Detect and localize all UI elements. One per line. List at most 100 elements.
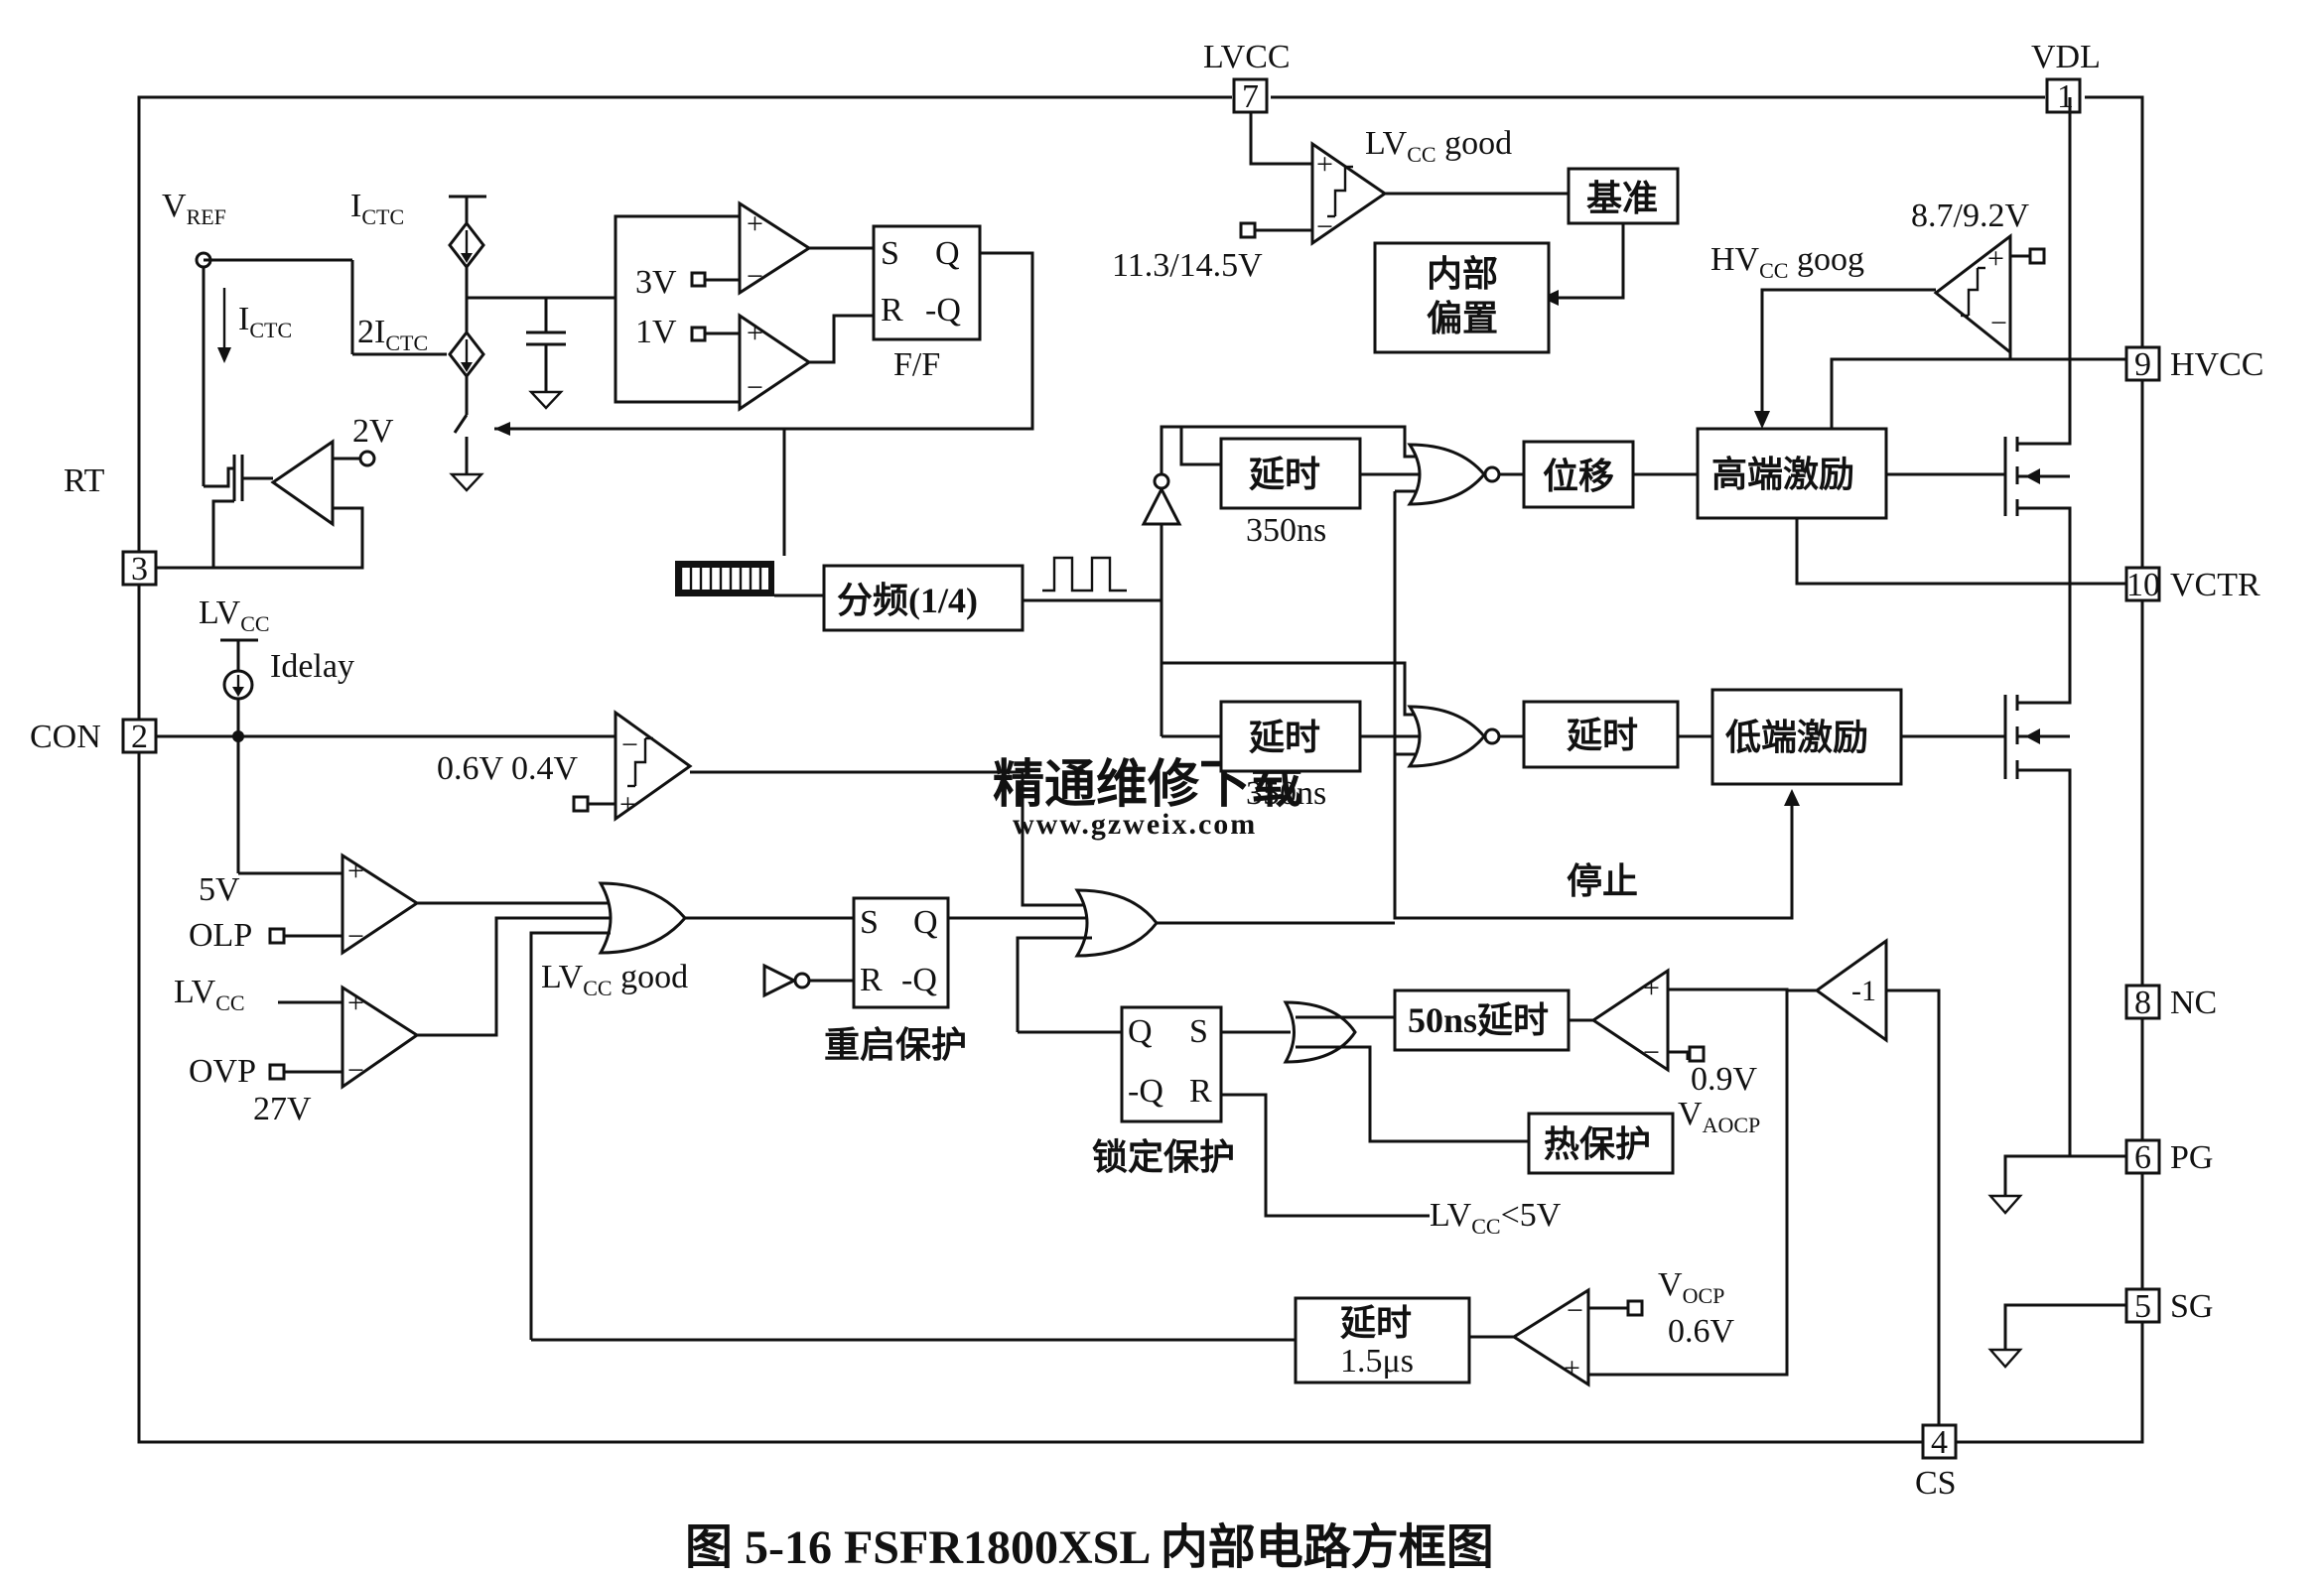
- svg-text:位移: 位移: [1543, 457, 1614, 496]
- svg-text:NC: NC: [2170, 985, 2217, 1021]
- or-gate-1: [598, 881, 687, 955]
- svg-text:偏置: 偏置: [1427, 299, 1498, 338]
- chip-outline: [137, 95, 2144, 1444]
- low-side-driver: [1710, 688, 1903, 786]
- svg-text:HVCC goog: HVCC goog: [1710, 241, 1864, 283]
- svg-text:低端激励: 低端激励: [1725, 718, 1868, 757]
- svg-text:2ICTC: 2ICTC: [357, 314, 428, 355]
- restart-protection: [852, 896, 950, 1009]
- svg-text:LVCC good: LVCC good: [541, 959, 688, 1000]
- svg-text:OLP: OLP: [189, 917, 252, 954]
- svg-text:LVCC good: LVCC good: [1365, 125, 1512, 167]
- svg-text:7: 7: [1242, 78, 1259, 115]
- svg-text:5: 5: [2134, 1288, 2151, 1325]
- svg-text:LVCC: LVCC: [199, 594, 270, 636]
- or-gate-3: [1283, 1000, 1357, 1064]
- svg-text:4: 4: [1931, 1424, 1948, 1461]
- thermal-protection: [1527, 1112, 1675, 1175]
- high-side-driver: [1696, 427, 1888, 520]
- svg-text:−: −: [621, 728, 638, 761]
- svg-text:S: S: [860, 904, 879, 941]
- svg-text:0.6V 0.4V: 0.6V 0.4V: [437, 750, 578, 787]
- svg-text:内部: 内部: [1427, 254, 1498, 294]
- svg-text:延时: 延时: [1249, 455, 1320, 494]
- svg-text:S: S: [881, 235, 899, 272]
- svg-text:VAOCP: VAOCP: [1678, 1096, 1760, 1137]
- svg-text:LVCC: LVCC: [174, 974, 245, 1015]
- svg-text:CS: CS: [1915, 1465, 1957, 1502]
- svg-text:VOCP: VOCP: [1658, 1266, 1724, 1308]
- delay-low-2: [1522, 700, 1680, 769]
- nor-gate-low: [1407, 705, 1486, 768]
- level-shift: [1522, 440, 1635, 509]
- olp-comparator: [341, 853, 420, 956]
- svg-text:RT: RT: [64, 462, 105, 499]
- svg-text:1V: 1V: [635, 314, 677, 350]
- svg-text:ICTC: ICTC: [350, 188, 404, 229]
- svg-text:高端激励: 高端激励: [1711, 455, 1854, 494]
- internal-bias-block: [1373, 241, 1551, 354]
- delay-low-350ns: [1219, 700, 1362, 773]
- svg-text:PG: PG: [2170, 1139, 2213, 1176]
- svg-text:S: S: [1189, 1013, 1208, 1050]
- svg-text:-Q: -Q: [1128, 1073, 1163, 1110]
- aocp-comparator: [1590, 968, 1670, 1073]
- svg-text:F/F: F/F: [893, 346, 940, 383]
- pin-lvcc: 7 LVCC: [1203, 39, 1291, 115]
- pin-pg: 6 PG: [2124, 1138, 2213, 1176]
- svg-text:50ns延时: 50ns延时: [1408, 1000, 1549, 1040]
- svg-text:HVCC: HVCC: [2170, 346, 2263, 383]
- or-gate-2: [1074, 888, 1159, 958]
- low-side-mosfet: [1901, 584, 2072, 1196]
- svg-text:−: −: [1316, 210, 1333, 243]
- svg-text:−: −: [747, 260, 763, 293]
- svg-text:锁定保护: 锁定保护: [1092, 1137, 1235, 1177]
- svg-text:CON: CON: [30, 719, 101, 755]
- svg-text:基准: 基准: [1586, 179, 1658, 218]
- clock-pulses: [675, 561, 774, 596]
- svg-text:ICTC: ICTC: [238, 301, 292, 342]
- pin-cs: 4 CS: [1915, 1423, 1958, 1502]
- svg-text:5V: 5V: [199, 871, 240, 908]
- svg-text:停止: 停止: [1567, 861, 1638, 901]
- svg-text:-Q: -Q: [925, 292, 961, 329]
- high-side-mosfet: [1886, 97, 2072, 584]
- svg-text:350ns: 350ns: [1246, 775, 1326, 812]
- svg-text:+: +: [1643, 972, 1660, 1004]
- svg-text:SG: SG: [2170, 1288, 2213, 1325]
- pin-vctr: 10 VCTR: [2124, 566, 2260, 603]
- delay-50ns: [1393, 988, 1571, 1052]
- svg-text:8: 8: [2134, 985, 2151, 1021]
- svg-text:-Q: -Q: [901, 962, 937, 998]
- latch-protection: [1120, 1005, 1223, 1123]
- svg-text:27V: 27V: [253, 1091, 312, 1127]
- svg-text:Q: Q: [1128, 1013, 1153, 1050]
- svg-text:−: −: [1643, 1036, 1660, 1069]
- svg-text:350ns: 350ns: [1246, 512, 1326, 549]
- figure-caption: 图 5-16 FSFR1800XSL 内部电路方框图: [685, 1521, 1494, 1574]
- pin-sg: 5 SG: [2124, 1287, 2213, 1325]
- comparator-1v: [738, 313, 812, 412]
- svg-text:延时: 延时: [1340, 1303, 1412, 1343]
- svg-text:延时: 延时: [1567, 716, 1638, 755]
- rt-buffer-amp: [270, 439, 335, 527]
- svg-text:OVP: OVP: [189, 1053, 256, 1090]
- svg-text:−: −: [347, 920, 364, 953]
- svg-text:LVCC: LVCC: [1203, 39, 1291, 75]
- svg-text:R: R: [881, 292, 903, 329]
- hvcc-uvlo-comparator: [1933, 232, 2012, 356]
- svg-text:+: +: [347, 987, 364, 1019]
- svg-text:6: 6: [2134, 1139, 2151, 1176]
- svg-text:−: −: [747, 371, 763, 404]
- svg-text:0.6V: 0.6V: [1668, 1313, 1735, 1350]
- pin-nc: 8 NC: [2124, 984, 2217, 1021]
- lvcc-uvlo-comparator: [1310, 141, 1388, 246]
- svg-text:Q: Q: [913, 904, 938, 941]
- svg-text:−: −: [1990, 307, 2007, 339]
- oscillator-section: VREF ICTC ICTC 2ICTC: [156, 188, 1034, 570]
- svg-text:LVCC<5V: LVCC<5V: [1430, 1197, 1562, 1239]
- flip-flop: [872, 224, 982, 341]
- svg-text:−: −: [1567, 1294, 1583, 1327]
- svg-text:0.9V: 0.9V: [1691, 1061, 1758, 1098]
